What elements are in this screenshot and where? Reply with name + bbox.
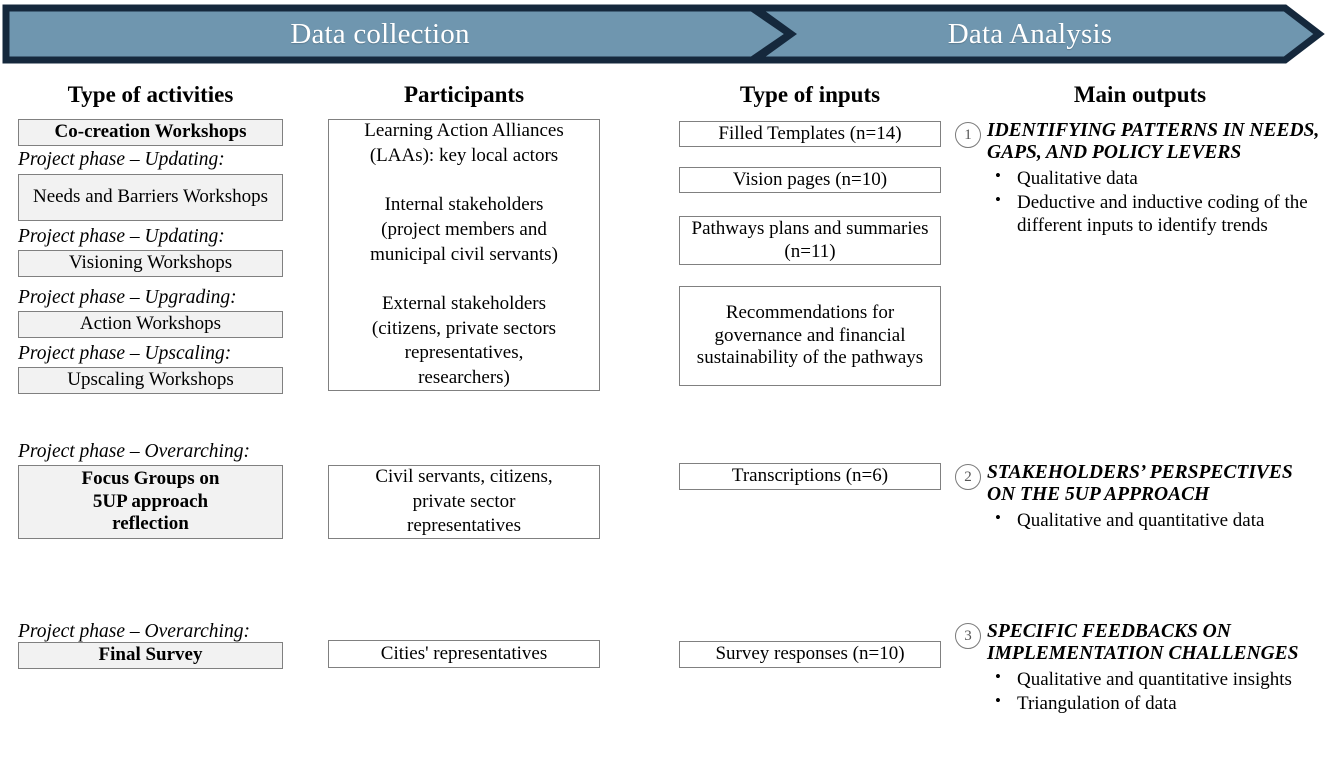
activity-box-final-survey: Final Survey [18,642,283,669]
banner-arrow-polygon-right [744,4,1325,64]
activity-box-action-workshops: Action Workshops [18,311,283,338]
output-number-circle-3: 3 [955,623,981,649]
banner-label-data-analysis: Data Analysis [947,17,1113,50]
activity-box-visioning-workshops: Visioning Workshops [18,250,283,277]
phase-label-overarching-focus-groups: Project phase – Overarching: [18,441,250,462]
phase-label-updating-1: Project phase – Updating: [18,149,225,170]
banner-shape [2,4,1325,64]
column-header-type-of-activities: Type of activities [67,82,234,107]
activity-box-focus-groups: Focus Groups on 5UP approach reflection [18,465,283,539]
banner-label-data-collection: Data collection [290,17,470,50]
phase-label-upscaling: Project phase – Upscaling: [18,343,232,364]
input-box-transcriptions: Transcriptions (n=6) [679,463,941,490]
participants-box-row1: Learning Action Alliances (LAAs): key lo… [328,119,600,391]
output-bullet: Qualitative and quantitative data [955,508,1325,532]
output-bullet: Triangulation of data [955,691,1325,715]
phase-label-updating-2: Project phase – Updating: [18,226,225,247]
input-box-vision-pages: Vision pages (n=10) [679,167,941,193]
output-title-3: SPECIFIC FEEDBACKS ON IMPLEMENTATION CHA… [987,621,1299,665]
input-box-recommendations: Recommendations for governance and finan… [679,286,941,386]
input-box-filled-templates: Filled Templates (n=14) [679,121,941,147]
process-banner: Data collection Data Analysis [0,4,1325,64]
activity-box-co-creation-workshops: Co-creation Workshops [18,119,283,146]
activity-box-needs-and-barriers-workshops: Needs and Barriers Workshops [18,174,283,221]
output-header-1: 1 IDENTIFYING PATTERNS IN NEEDS, GAPS, A… [955,119,1325,164]
column-header-type-of-inputs: Type of inputs [739,82,881,107]
output-bullets-2: Qualitative and quantitative data [955,508,1325,532]
input-box-survey-responses: Survey responses (n=10) [679,641,941,668]
phase-label-upgrading: Project phase – Upgrading: [18,287,237,308]
output-header-2: 2 STAKEHOLDERS’ PERSPECTIVES ON THE 5UP … [955,461,1325,506]
output-number-circle-2: 2 [955,464,981,490]
input-box-pathways-plans: Pathways plans and summaries (n=11) [679,216,941,265]
output-bullets-1: Qualitative data Deductive and inductive… [955,166,1325,238]
column-header-participants: Participants [403,82,525,107]
output-block-1: 1 IDENTIFYING PATTERNS IN NEEDS, GAPS, A… [955,119,1325,239]
output-block-2: 2 STAKEHOLDERS’ PERSPECTIVES ON THE 5UP … [955,461,1325,533]
participants-box-row2: Civil servants, citizens, private sector… [328,465,600,539]
output-title-1: IDENTIFYING PATTERNS IN NEEDS, GAPS, AND… [987,120,1320,164]
output-bullets-3: Qualitative and quantitative insights Tr… [955,667,1325,715]
phase-label-overarching-final-survey: Project phase – Overarching: [18,621,250,642]
output-block-3: 3 SPECIFIC FEEDBACKS ON IMPLEMENTATION C… [955,620,1325,716]
participants-box-row3: Cities' representatives [328,640,600,668]
output-bullet: Deductive and inductive coding of the di… [955,190,1325,237]
output-header-3: 3 SPECIFIC FEEDBACKS ON IMPLEMENTATION C… [955,620,1325,665]
output-title-2: STAKEHOLDERS’ PERSPECTIVES ON THE 5UP AP… [987,462,1293,506]
column-header-main-outputs: Main outputs [1073,82,1207,107]
activity-box-upscaling-workshops: Upscaling Workshops [18,367,283,394]
output-number-circle-1: 1 [955,122,981,148]
output-bullet: Qualitative data [955,166,1325,190]
output-bullet: Qualitative and quantitative insights [955,667,1325,691]
